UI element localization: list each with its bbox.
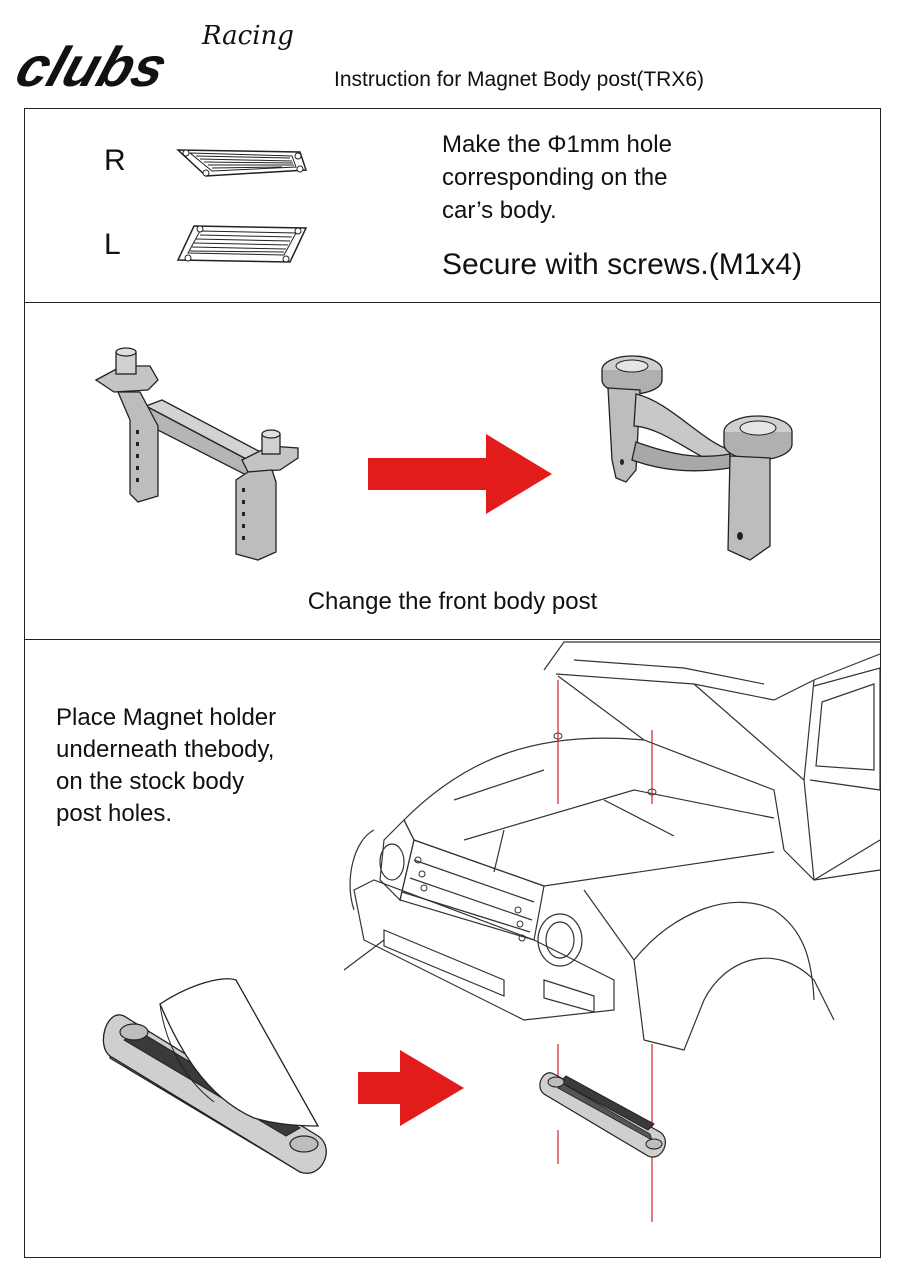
- hole-instruction-line: corresponding on the: [442, 164, 668, 191]
- logo-wordmark: clubs: [8, 36, 174, 98]
- right-side-label: R: [104, 144, 126, 177]
- left-side-label: L: [104, 228, 121, 261]
- document-title: Instruction for Magnet Body post(TRX6): [334, 68, 704, 91]
- left-vent-part-illustration: [176, 225, 308, 263]
- car-body-illustration: [343, 641, 881, 1051]
- logo-script: Racing: [201, 21, 294, 51]
- magnet-holder-with-tape-illustration: [102, 978, 327, 1174]
- magnet-body-post-illustration: [601, 355, 793, 561]
- hole-instruction-line: Make the Φ1mm hole: [442, 131, 672, 158]
- screw-instruction: Secure with screws.(M1x4): [442, 248, 803, 281]
- hole-instruction: Make the Φ1mm hole corresponding on the …: [442, 128, 762, 227]
- clubs-racing-logo: clubs Racing: [8, 21, 294, 99]
- hole-instruction-line: car’s body.: [442, 197, 557, 224]
- magnet-instruction-line: on the stock body: [56, 768, 245, 795]
- section-divider: [24, 639, 881, 640]
- magnet-instruction-line: Place Magnet holder: [56, 704, 277, 731]
- section-divider: [24, 302, 881, 303]
- red-arrow-icon: [368, 434, 552, 514]
- red-arrow-icon: [358, 1050, 464, 1126]
- magnet-holder-instruction: Place Magnet holder underneath thebody, …: [56, 702, 356, 830]
- right-vent-part-illustration: [176, 149, 308, 177]
- magnet-instruction-line: underneath thebody,: [56, 736, 275, 763]
- body-post-caption: Change the front body post: [307, 588, 598, 615]
- stock-body-post-illustration: [94, 347, 299, 561]
- magnet-instruction-line: post holes.: [56, 800, 173, 827]
- magnet-holder-installed-illustration: [539, 1072, 666, 1158]
